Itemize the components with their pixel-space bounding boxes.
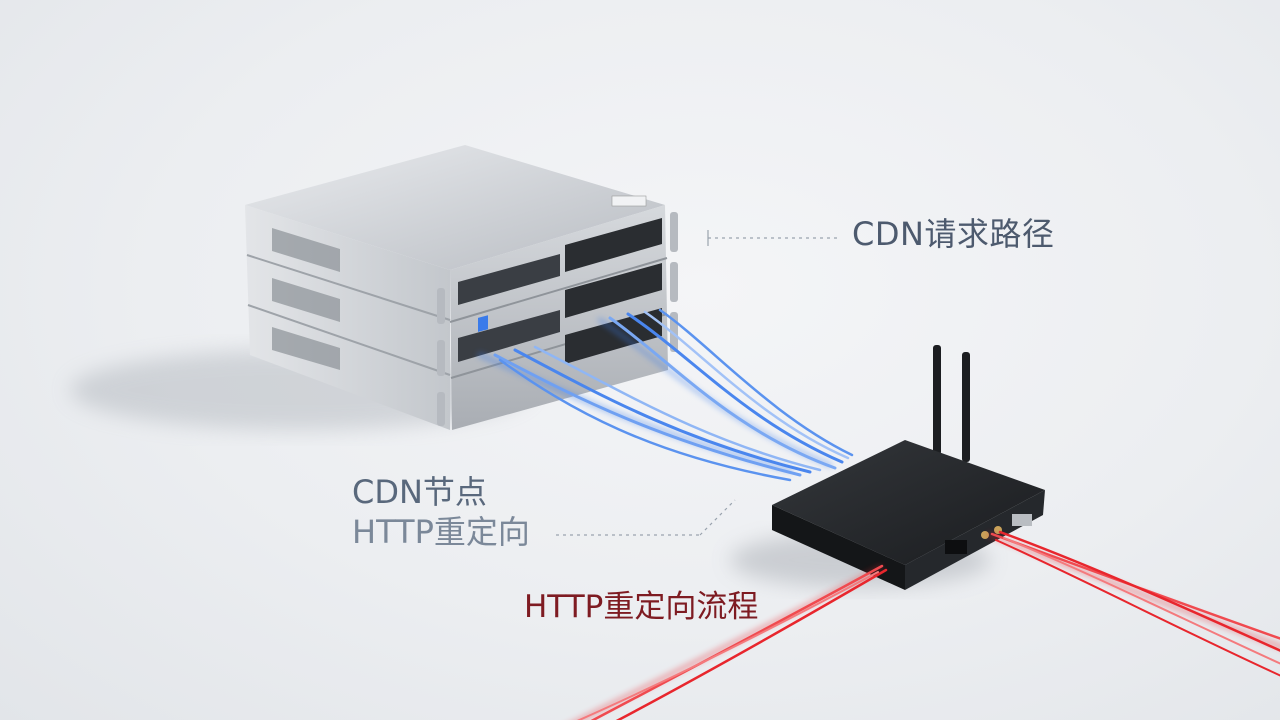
rack-server-icon (245, 145, 678, 430)
cdn-request-path-label: CDN请求路径 (852, 215, 1055, 253)
wifi-router-icon (772, 345, 1045, 590)
red-cable-bundle (573, 530, 1280, 720)
blue-cable-bundle (477, 308, 854, 482)
cdn-node-label: CDN节点 (352, 473, 487, 511)
http-redirect-label: HTTP重定向 (352, 513, 530, 551)
http-redirect-flow-label: HTTP重定向流程 (524, 589, 759, 625)
callout-lines (556, 230, 840, 536)
